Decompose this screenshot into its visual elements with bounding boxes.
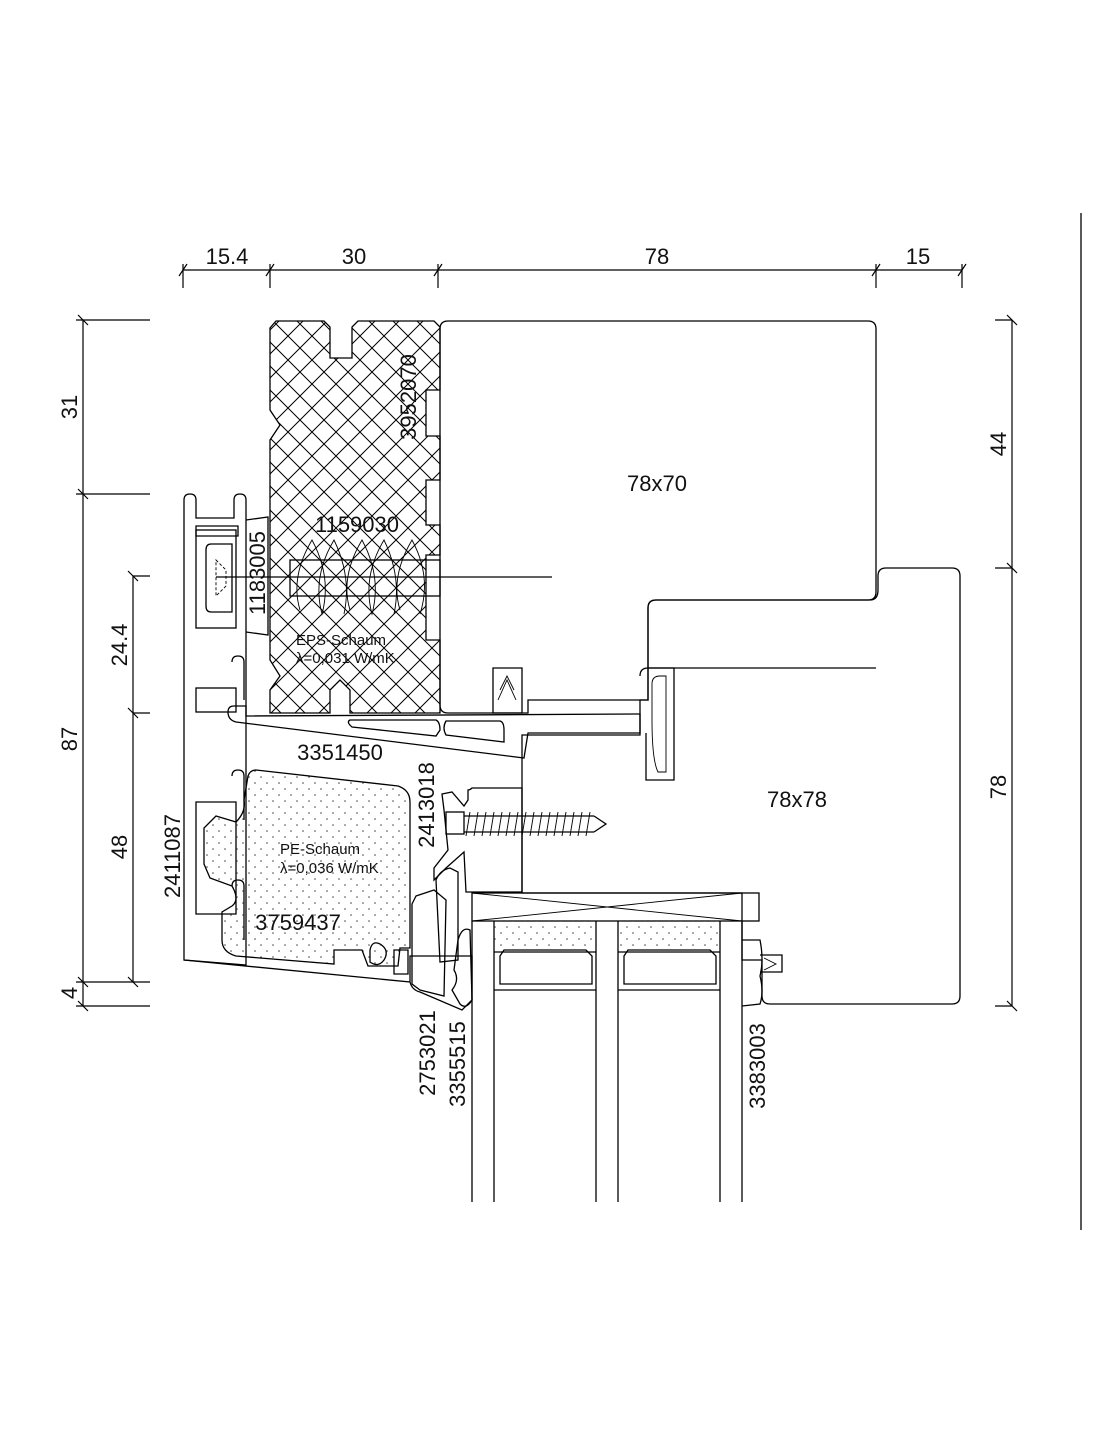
eps-material-name: EPS-Schaum bbox=[296, 632, 386, 649]
dim-78-top: 78 bbox=[645, 244, 669, 269]
glazing-gaskets: 2753021 3355515 bbox=[411, 867, 473, 1107]
screw-clip: 2413018 bbox=[414, 762, 608, 893]
label-78x70: 78x70 bbox=[627, 471, 687, 496]
dim-30: 30 bbox=[342, 244, 366, 269]
dim-24-4: 24.4 bbox=[107, 624, 132, 667]
label-2411087: 2411087 bbox=[160, 814, 185, 898]
sill-profile: 3351450 bbox=[227, 667, 675, 781]
label-3355515: 3355515 bbox=[445, 1021, 470, 1107]
pe-material-name: PE-Schaum bbox=[280, 841, 360, 858]
label-3759437: 3759437 bbox=[255, 910, 341, 935]
eps-lambda: λ=0,031 W/mK bbox=[296, 650, 395, 667]
label-3351450: 3351450 bbox=[297, 740, 383, 765]
dim-44: 44 bbox=[986, 432, 1011, 456]
label-1159030: 1159030 bbox=[315, 512, 399, 537]
dimension-top: 15.4 30 78 15 bbox=[178, 244, 967, 288]
dim-15-4: 15.4 bbox=[206, 244, 249, 269]
dim-78-right: 78 bbox=[986, 775, 1011, 799]
label-1183005: 1183005 bbox=[245, 531, 270, 615]
anchor-spring: 1159030 3952070 EPS-Schaum λ=0,031 W/mK bbox=[216, 354, 552, 667]
casing-78x70 bbox=[439, 320, 877, 714]
dim-15: 15 bbox=[906, 244, 930, 269]
dim-87: 87 bbox=[57, 727, 82, 751]
label-78x78: 78x78 bbox=[767, 787, 827, 812]
pe-foam-insert: PE-Schaum λ=0,036 W/mK 3759437 bbox=[203, 769, 411, 967]
label-2413018: 2413018 bbox=[414, 762, 439, 848]
dimension-left: 31 87 24.4 48 4 bbox=[57, 314, 150, 1012]
label-2753021: 2753021 bbox=[415, 1010, 440, 1096]
label-3383003: 3383003 bbox=[745, 1023, 770, 1109]
dim-31: 31 bbox=[57, 395, 82, 419]
pe-lambda: λ=0,036 W/mK bbox=[280, 860, 379, 877]
glazing-unit: 3383003 bbox=[471, 892, 783, 1202]
dimension-right: 44 78 bbox=[986, 213, 1082, 1230]
eps-insulation-block bbox=[269, 320, 441, 714]
dim-4: 4 bbox=[57, 987, 82, 999]
dim-48: 48 bbox=[107, 835, 132, 859]
label-3952070: 3952070 bbox=[396, 354, 421, 440]
